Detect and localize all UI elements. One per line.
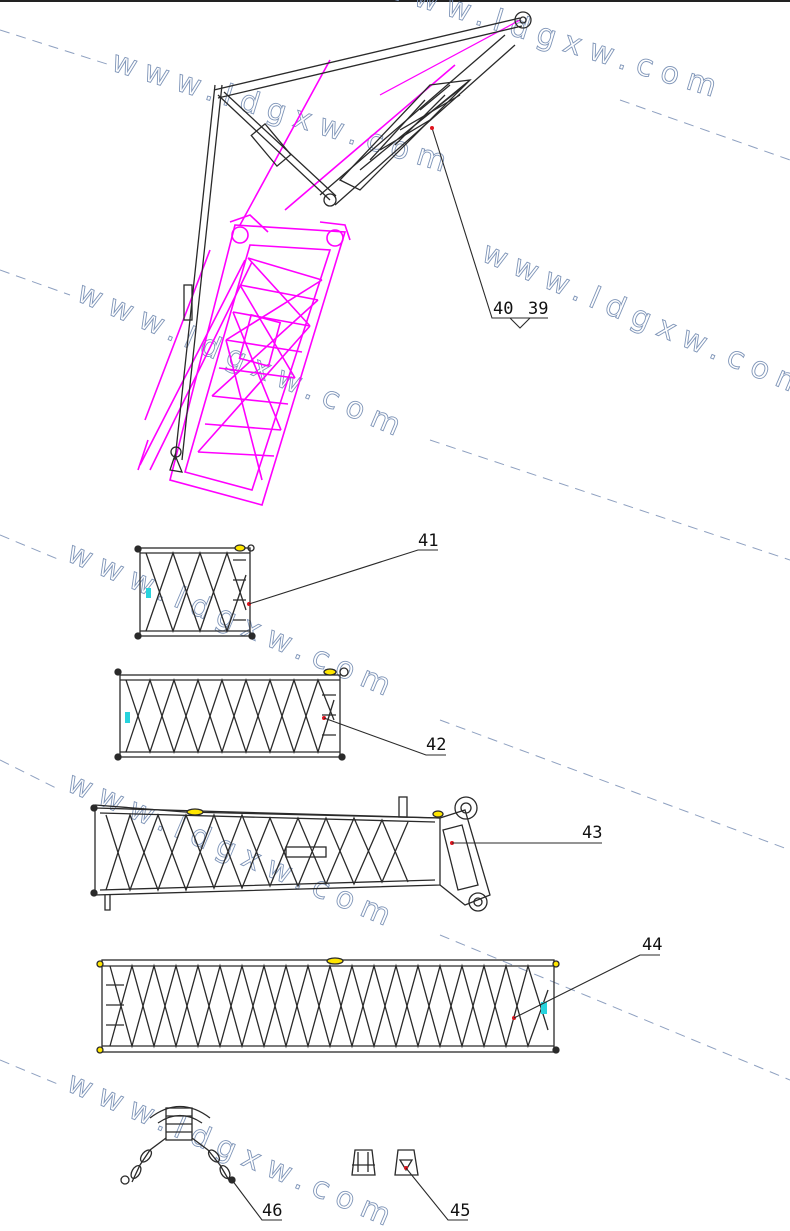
crane-strut: [169, 11, 532, 473]
callout-label-43: 43: [582, 823, 602, 843]
callout-41: 41: [248, 531, 438, 605]
callout-46: 46: [231, 1179, 282, 1221]
callout-44: 44: [513, 935, 662, 1019]
callout-label-42: 42: [426, 735, 446, 755]
watermark-text-6: www.ldgxw.com: [477, 235, 790, 407]
callout-label-45: 45: [450, 1201, 470, 1221]
callout-label-46: 46: [262, 1201, 282, 1221]
pendant-46: [120, 1105, 236, 1185]
watermark-text-4: www.ldgxw.com: [62, 765, 404, 937]
watermark-text-2: www.ldgxw.com: [72, 275, 414, 447]
callout-42: 42: [323, 717, 446, 756]
boom-section-42: [114, 667, 349, 761]
callout-45: 45: [405, 1167, 470, 1221]
callout-label-41: 41: [418, 531, 438, 551]
callout-43: 43: [452, 823, 602, 844]
callout-label-39: 39: [528, 299, 548, 319]
callout-label-40: 40: [493, 299, 513, 319]
watermark-text-7: www.ldgxw.com: [378, 0, 730, 107]
boom-section-41: [134, 544, 256, 640]
callout-40-39: 40 39: [430, 126, 548, 329]
watermark-text-5: www.ldgxw.com: [62, 1065, 404, 1231]
frame-border: [0, 0, 790, 2]
boom-section-44: [96, 957, 560, 1054]
crane-assembly: 40 39: [137, 11, 548, 506]
boom-section-43: [90, 796, 491, 912]
watermark-text-3: www.ldgxw.com: [62, 535, 404, 707]
callout-label-44: 44: [642, 935, 662, 955]
